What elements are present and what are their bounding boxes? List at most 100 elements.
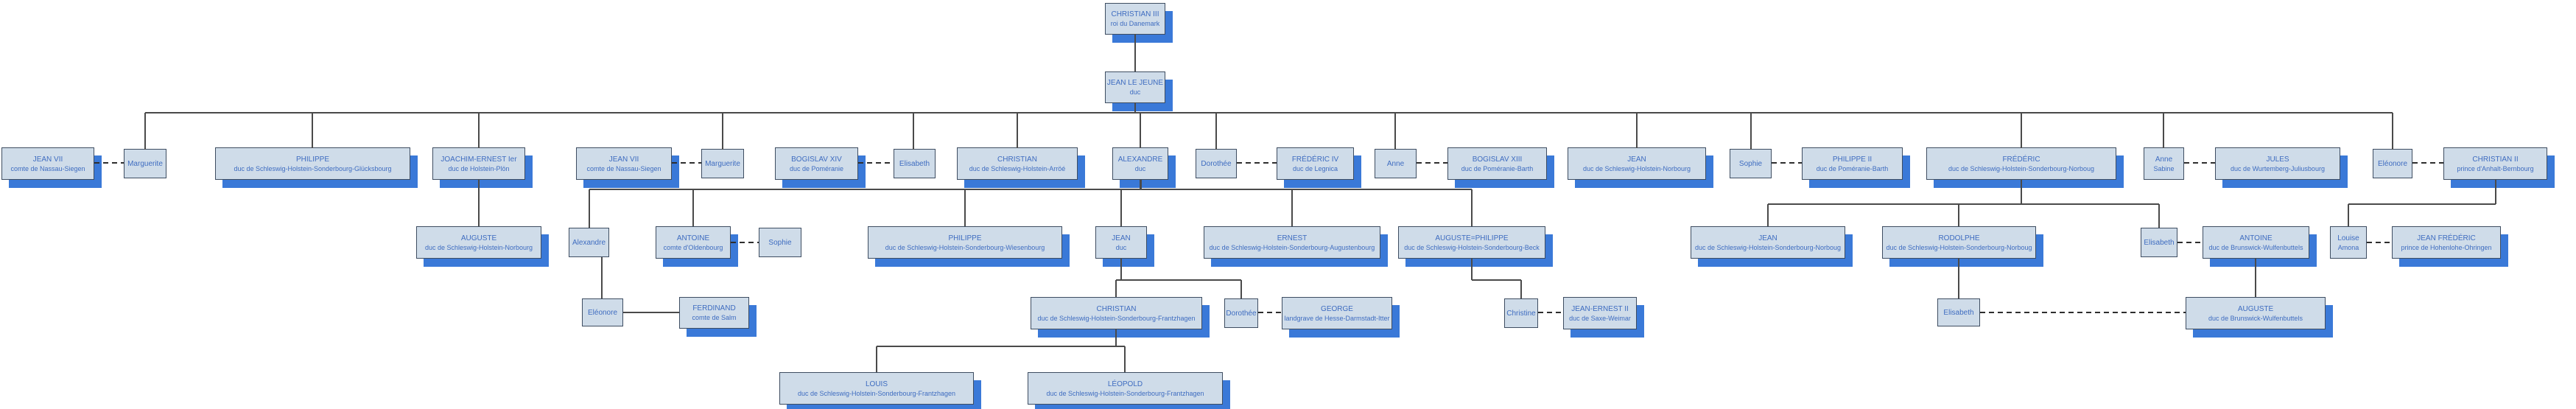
descent-line (1958, 204, 1959, 226)
person-name: Anne (1386, 159, 1405, 168)
descent-line (1124, 346, 1126, 372)
person-title: duc de Poméranie-Barth (1816, 164, 1889, 172)
descent-line (2255, 259, 2256, 297)
person-node[interactable]: Sophie (759, 228, 801, 257)
person-name: CHRISTIAN II (2472, 155, 2519, 164)
descent-line (478, 180, 480, 226)
person-node[interactable]: Alexandre (569, 228, 609, 257)
person-name: CHRISTIAN III (1111, 10, 1159, 18)
person-name: AUGUSTE (2237, 304, 2274, 313)
descent-line (2021, 113, 2022, 148)
person-title: duc de Brunswick-Wulfenbuttels (2208, 243, 2303, 251)
person-node[interactable]: Marguerite (701, 149, 744, 178)
descent-line (589, 189, 590, 228)
person-node[interactable]: Marguerite (124, 149, 166, 178)
person-node[interactable]: FERDINAND comte de Salm (679, 297, 749, 329)
person-title: Sabine (2153, 164, 2175, 172)
person-title: duc (1129, 88, 1141, 96)
person-node[interactable]: Anne (1375, 149, 1417, 178)
person-name: Christine (1506, 309, 1536, 318)
person-title: comte de Nassau-Siegen (10, 164, 85, 172)
person-node[interactable]: Christine (1504, 298, 1538, 328)
person-name: FERDINAND (692, 304, 736, 312)
person-name: JOACHIM-ERNEST Ier (441, 155, 517, 164)
person-name: Marguerite (705, 159, 740, 168)
person-title: duc de Legnica (1292, 164, 1338, 172)
person-node[interactable]: Dorothée (1224, 298, 1258, 328)
descent-line (913, 113, 914, 150)
person-name: BOGISLAV XIV (791, 155, 842, 164)
person-title: duc de Schleswig-Holstein-Sonderbourg-No… (1948, 164, 2095, 172)
person-node[interactable]: Elisabeth (894, 149, 936, 178)
marriage-dashed-line (2184, 162, 2215, 164)
person-node[interactable]: Dorothée (1196, 149, 1237, 178)
descent-line (2495, 180, 2496, 204)
descent-line (1134, 34, 1136, 71)
person-name: FRÉDÉRIC IV (1291, 155, 1339, 164)
person-title: duc de Schleswig-Holstein-Sonderbourg-Fr… (797, 389, 956, 397)
descent-line (1958, 259, 1959, 298)
person-node[interactable]: Sophie (1730, 149, 1772, 178)
person-node[interactable]: Eléonore (582, 298, 623, 326)
person-name: Anne (2155, 155, 2173, 164)
person-name: Dorothée (1201, 159, 1232, 168)
person-name: ANTOINE (2239, 234, 2273, 242)
descent-line (589, 189, 1472, 190)
person-title: landgrave de Hesse-Darmstadt-Itter (1284, 314, 1390, 322)
person-title: prince de Hohenlohe-Ohringen (2401, 243, 2492, 251)
person-name: RODOLPHE (1938, 234, 1980, 242)
descent-line (1116, 279, 1241, 281)
person-node[interactable]: Elisabeth (2141, 228, 2177, 257)
marriage-dashed-line (94, 162, 124, 164)
person-title: comte de Salm (692, 314, 737, 321)
descent-line (1394, 113, 1396, 150)
person-name: JULES (2266, 155, 2289, 164)
person-title: duc de Schleswig-Holstein-Sonderbourg-No… (1694, 243, 1842, 251)
descent-line (1017, 113, 1018, 148)
person-node[interactable]: Eléonore (2373, 149, 2412, 178)
person-name: LÉOPOLD (1107, 380, 1143, 388)
person-name: FRÉDÉRIC (2002, 155, 2040, 164)
descent-line (478, 113, 480, 148)
person-title: duc de Saxe-Weimar (1569, 314, 1631, 322)
person-node[interactable]: Elisabeth (1937, 298, 1980, 326)
person-name: Eléonore (587, 308, 618, 317)
descent-line (1240, 280, 1242, 298)
descent-line (2163, 113, 2164, 148)
